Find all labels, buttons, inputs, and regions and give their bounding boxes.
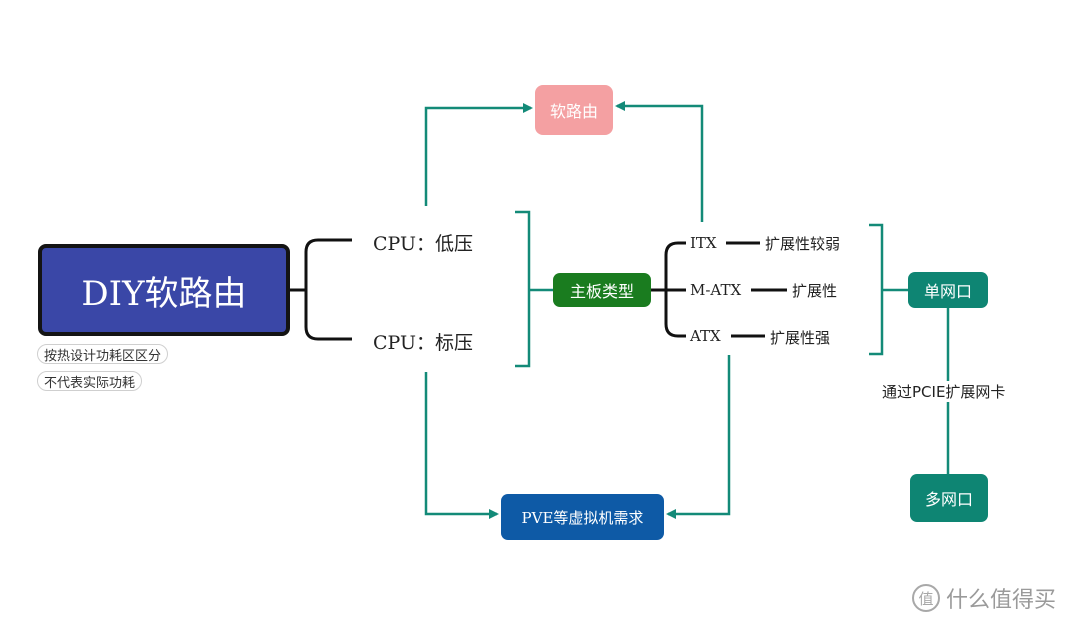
cpu-standard-label: CPU：标压 [373,332,474,354]
watermark: 值 什么值得买 [912,582,1056,614]
board-atx: ATX [690,327,721,345]
root-note-2: 不代表实际功耗 [37,371,143,391]
watermark-text: 什么值得买 [946,588,1057,613]
single-port-node: 单网口 [908,272,988,308]
ext-itx: 扩展性较弱 [765,235,841,253]
root-node: DIY软路由 [38,244,290,336]
arrows [424,101,731,519]
board-itx: ITX [690,234,717,252]
board-matx: M-ATX [690,281,742,299]
cpu-right-bracket [515,210,553,368]
ext-matx: 扩展性 [792,282,838,300]
pve-node: PVE等虚拟机需求 [501,494,664,540]
mainboard-node: 主板类型 [553,273,651,307]
multi-port-node: 多网口 [910,474,988,522]
watermark-badge-icon: 值 [912,584,940,612]
cpu-low-label: CPU：低压 [373,233,474,255]
mainboard-bracket [651,241,787,338]
soft-router-node: 软路由 [535,85,613,135]
ext-right-bracket [869,223,950,474]
root-note-1: 按热设计功耗区区分 [37,344,169,364]
pcie-label: 通过PCIE扩展网卡 [880,381,1008,402]
root-bracket [290,238,352,341]
ext-atx: 扩展性强 [770,329,831,347]
